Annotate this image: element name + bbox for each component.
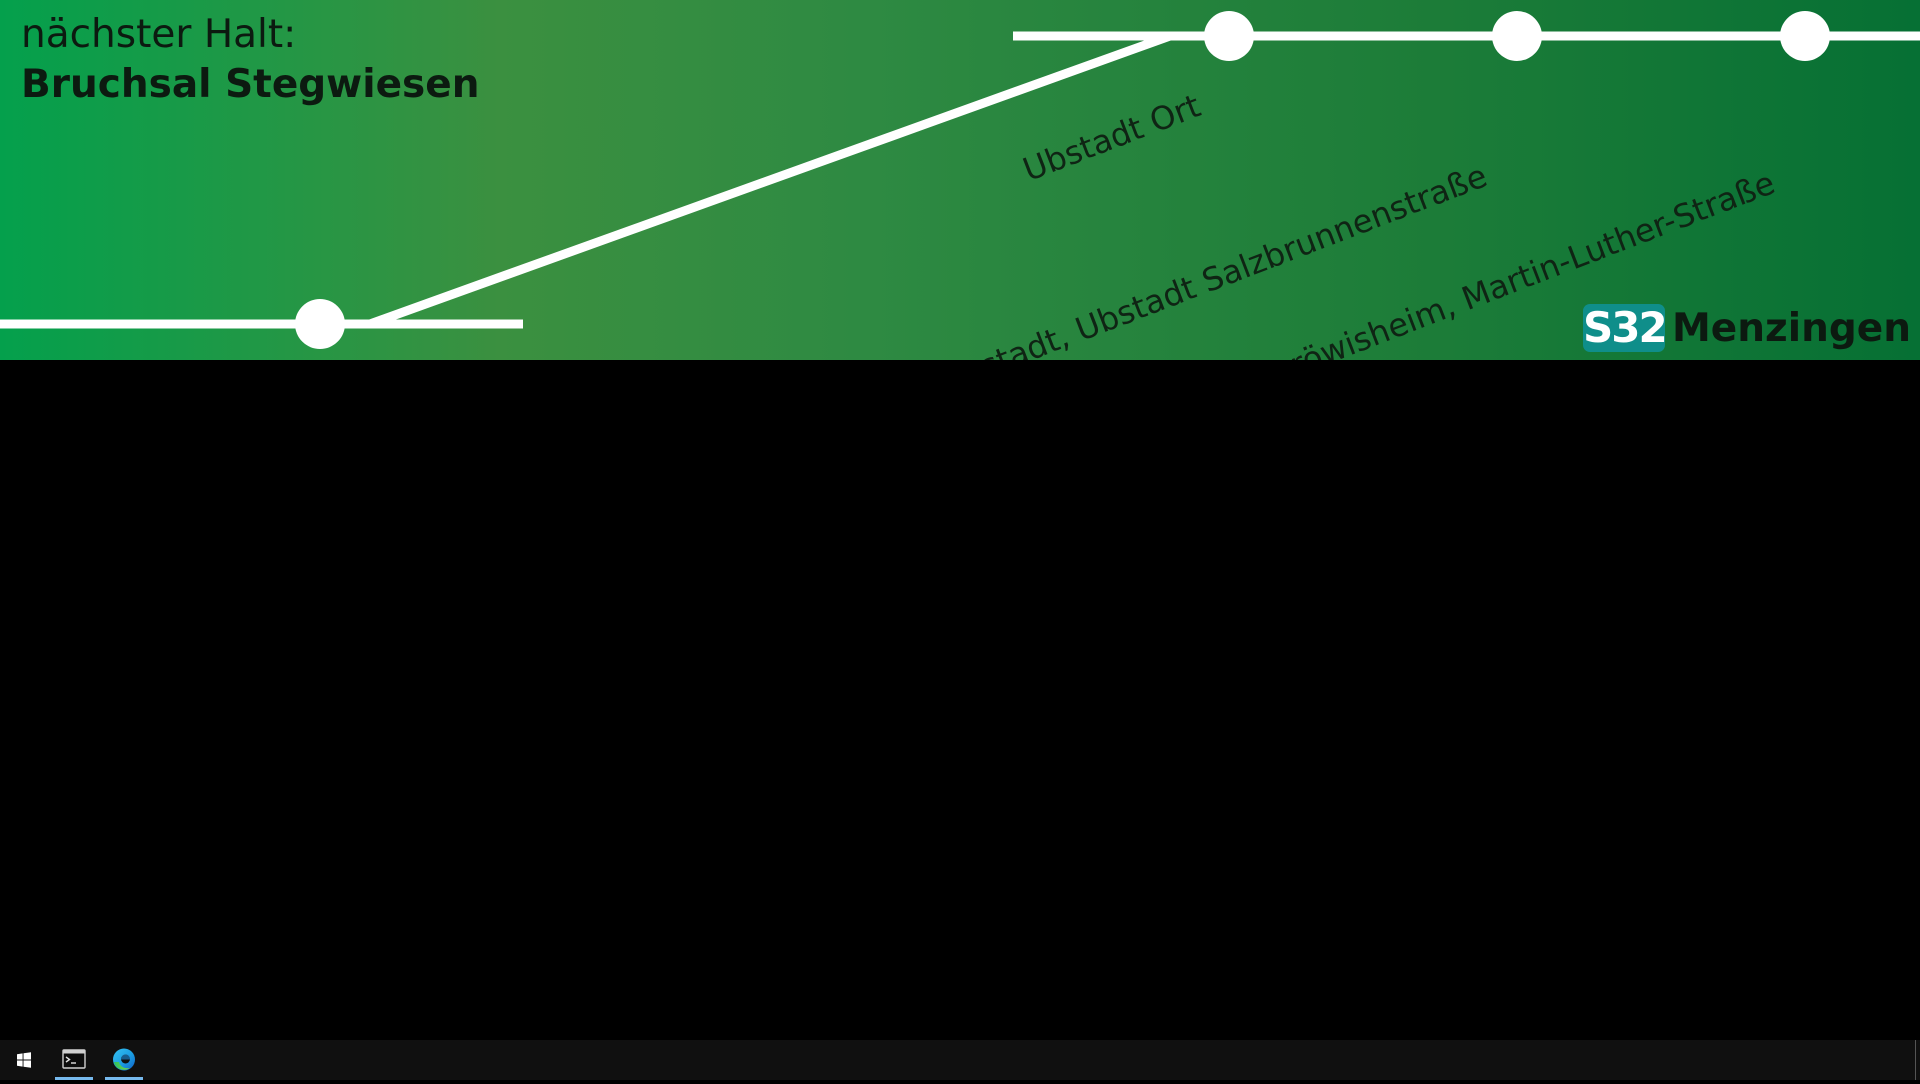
terminal-taskbar-button[interactable]	[50, 1040, 98, 1080]
terminal-active-indicator	[55, 1077, 93, 1080]
start-button[interactable]	[0, 1040, 48, 1080]
taskbar	[0, 1040, 1920, 1080]
stop-dot-3	[1780, 11, 1830, 61]
terminal-icon	[62, 1049, 86, 1069]
windows-start-icon	[17, 1052, 31, 1068]
line-badge: S32	[1583, 303, 1668, 352]
next-stop-heading: nächster Halt:	[21, 12, 297, 57]
edge-taskbar-button[interactable]	[100, 1040, 148, 1080]
route-map	[0, 11, 1920, 349]
show-desktop-button[interactable]	[1915, 1040, 1920, 1080]
next-stop-name: Bruchsal Stegwiesen	[21, 62, 480, 107]
edge-active-indicator	[105, 1077, 143, 1080]
stop-dot-current	[295, 299, 345, 349]
stop-dot-2	[1492, 11, 1542, 61]
passenger-info-banner: nächster Halt: Bruchsal Stegwiesen Ubsta…	[0, 0, 1920, 360]
destination-label: Menzingen	[1672, 306, 1911, 351]
route-line-diagonal	[368, 31, 1172, 329]
stop-dot-1	[1204, 11, 1254, 61]
edge-browser-icon	[113, 1048, 135, 1071]
